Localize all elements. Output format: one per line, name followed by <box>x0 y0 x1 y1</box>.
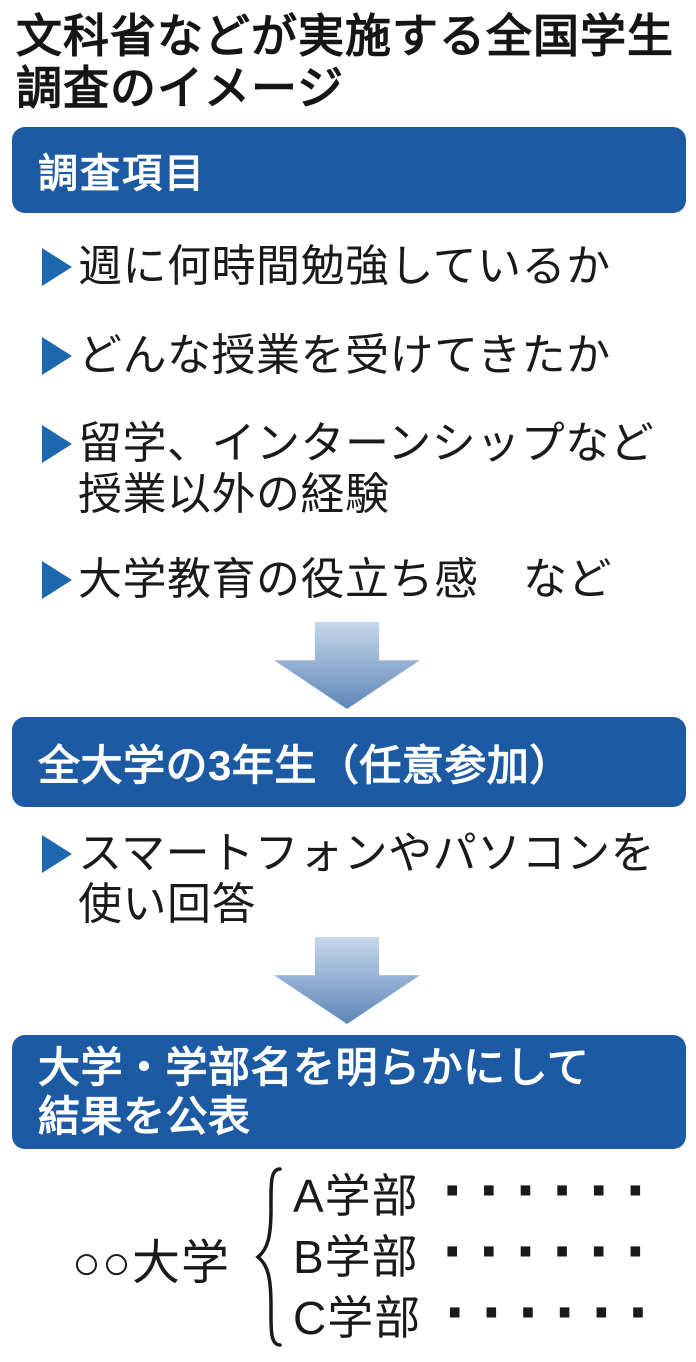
faculty-name: C学部 <box>293 1291 422 1344</box>
bullet-outside-class-line2: 授業以外の経験 <box>78 470 390 519</box>
faculty-name: A学部 <box>293 1169 419 1222</box>
down-arrow-icon <box>274 622 420 709</box>
publication-header-line1: 大学・学部名を明らかにして <box>38 1044 590 1091</box>
figure-title: 文科省などが実施する全国学生 調査のイメージ <box>16 10 688 115</box>
publication-header-line2: 結果を公表 <box>38 1093 251 1140</box>
respondents-header-box: 全大学の3年生（任意参加） <box>12 717 686 807</box>
bullet-outside-class-line1: 留学、インターンシップなど <box>78 419 655 468</box>
bullet-classes-taken-text: どんな授業を受けてきたか <box>78 331 611 380</box>
figure-title-line1: 文科省などが実施する全国学生 <box>16 10 674 62</box>
faculty-row: C学部 ······ <box>293 1273 666 1350</box>
bullet-smartphone-line1: スマートフォンやパソコンを <box>78 829 656 878</box>
bullet-outside-class-experience: 留学、インターンシップなど 授業以外の経験 <box>42 418 654 520</box>
publication-example: ○○大学 A学部 ······ B学部 ······ C学部 ······ <box>0 1151 696 1362</box>
triangle-bullet-icon <box>42 337 72 375</box>
publication-header-box: 大学・学部名を明らかにして 結果を公表 <box>12 1035 686 1149</box>
down-arrow-icon <box>274 937 420 1024</box>
bullet-usefulness-text: 大学教育の役立ち感 など <box>78 555 612 604</box>
bullet-smartphone-answer: スマートフォンやパソコンを 使い回答 <box>42 828 655 930</box>
bullet-classes-taken: どんな授業を受けてきたか <box>42 330 611 381</box>
figure-title-line2: 調査のイメージ <box>16 62 345 115</box>
triangle-bullet-icon <box>42 425 72 463</box>
survey-items-header-box: 調査項目 <box>12 127 686 213</box>
faculty-name: B学部 <box>293 1230 419 1283</box>
university-label: ○○大学 <box>72 1237 230 1290</box>
bullet-usefulness: 大学教育の役立ち感 など <box>42 554 612 605</box>
faculty-row: A学部 ······ <box>293 1151 663 1228</box>
faculty-row: B学部 ······ <box>293 1212 663 1289</box>
bullet-study-hours-text: 週に何時間勉強しているか <box>78 242 611 291</box>
triangle-bullet-icon <box>42 835 72 873</box>
bullet-study-hours: 週に何時間勉強しているか <box>42 241 611 292</box>
curly-brace-icon <box>255 1167 282 1347</box>
triangle-bullet-icon <box>42 561 72 599</box>
bullet-smartphone-line2: 使い回答 <box>78 880 256 929</box>
respondents-header-label: 全大学の3年生（任意参加） <box>38 741 572 789</box>
triangle-bullet-icon <box>42 248 72 286</box>
survey-items-header-label: 調査項目 <box>38 152 206 196</box>
faculty-list: A学部 ······ B学部 ······ C学部 ······ <box>293 1151 666 1350</box>
